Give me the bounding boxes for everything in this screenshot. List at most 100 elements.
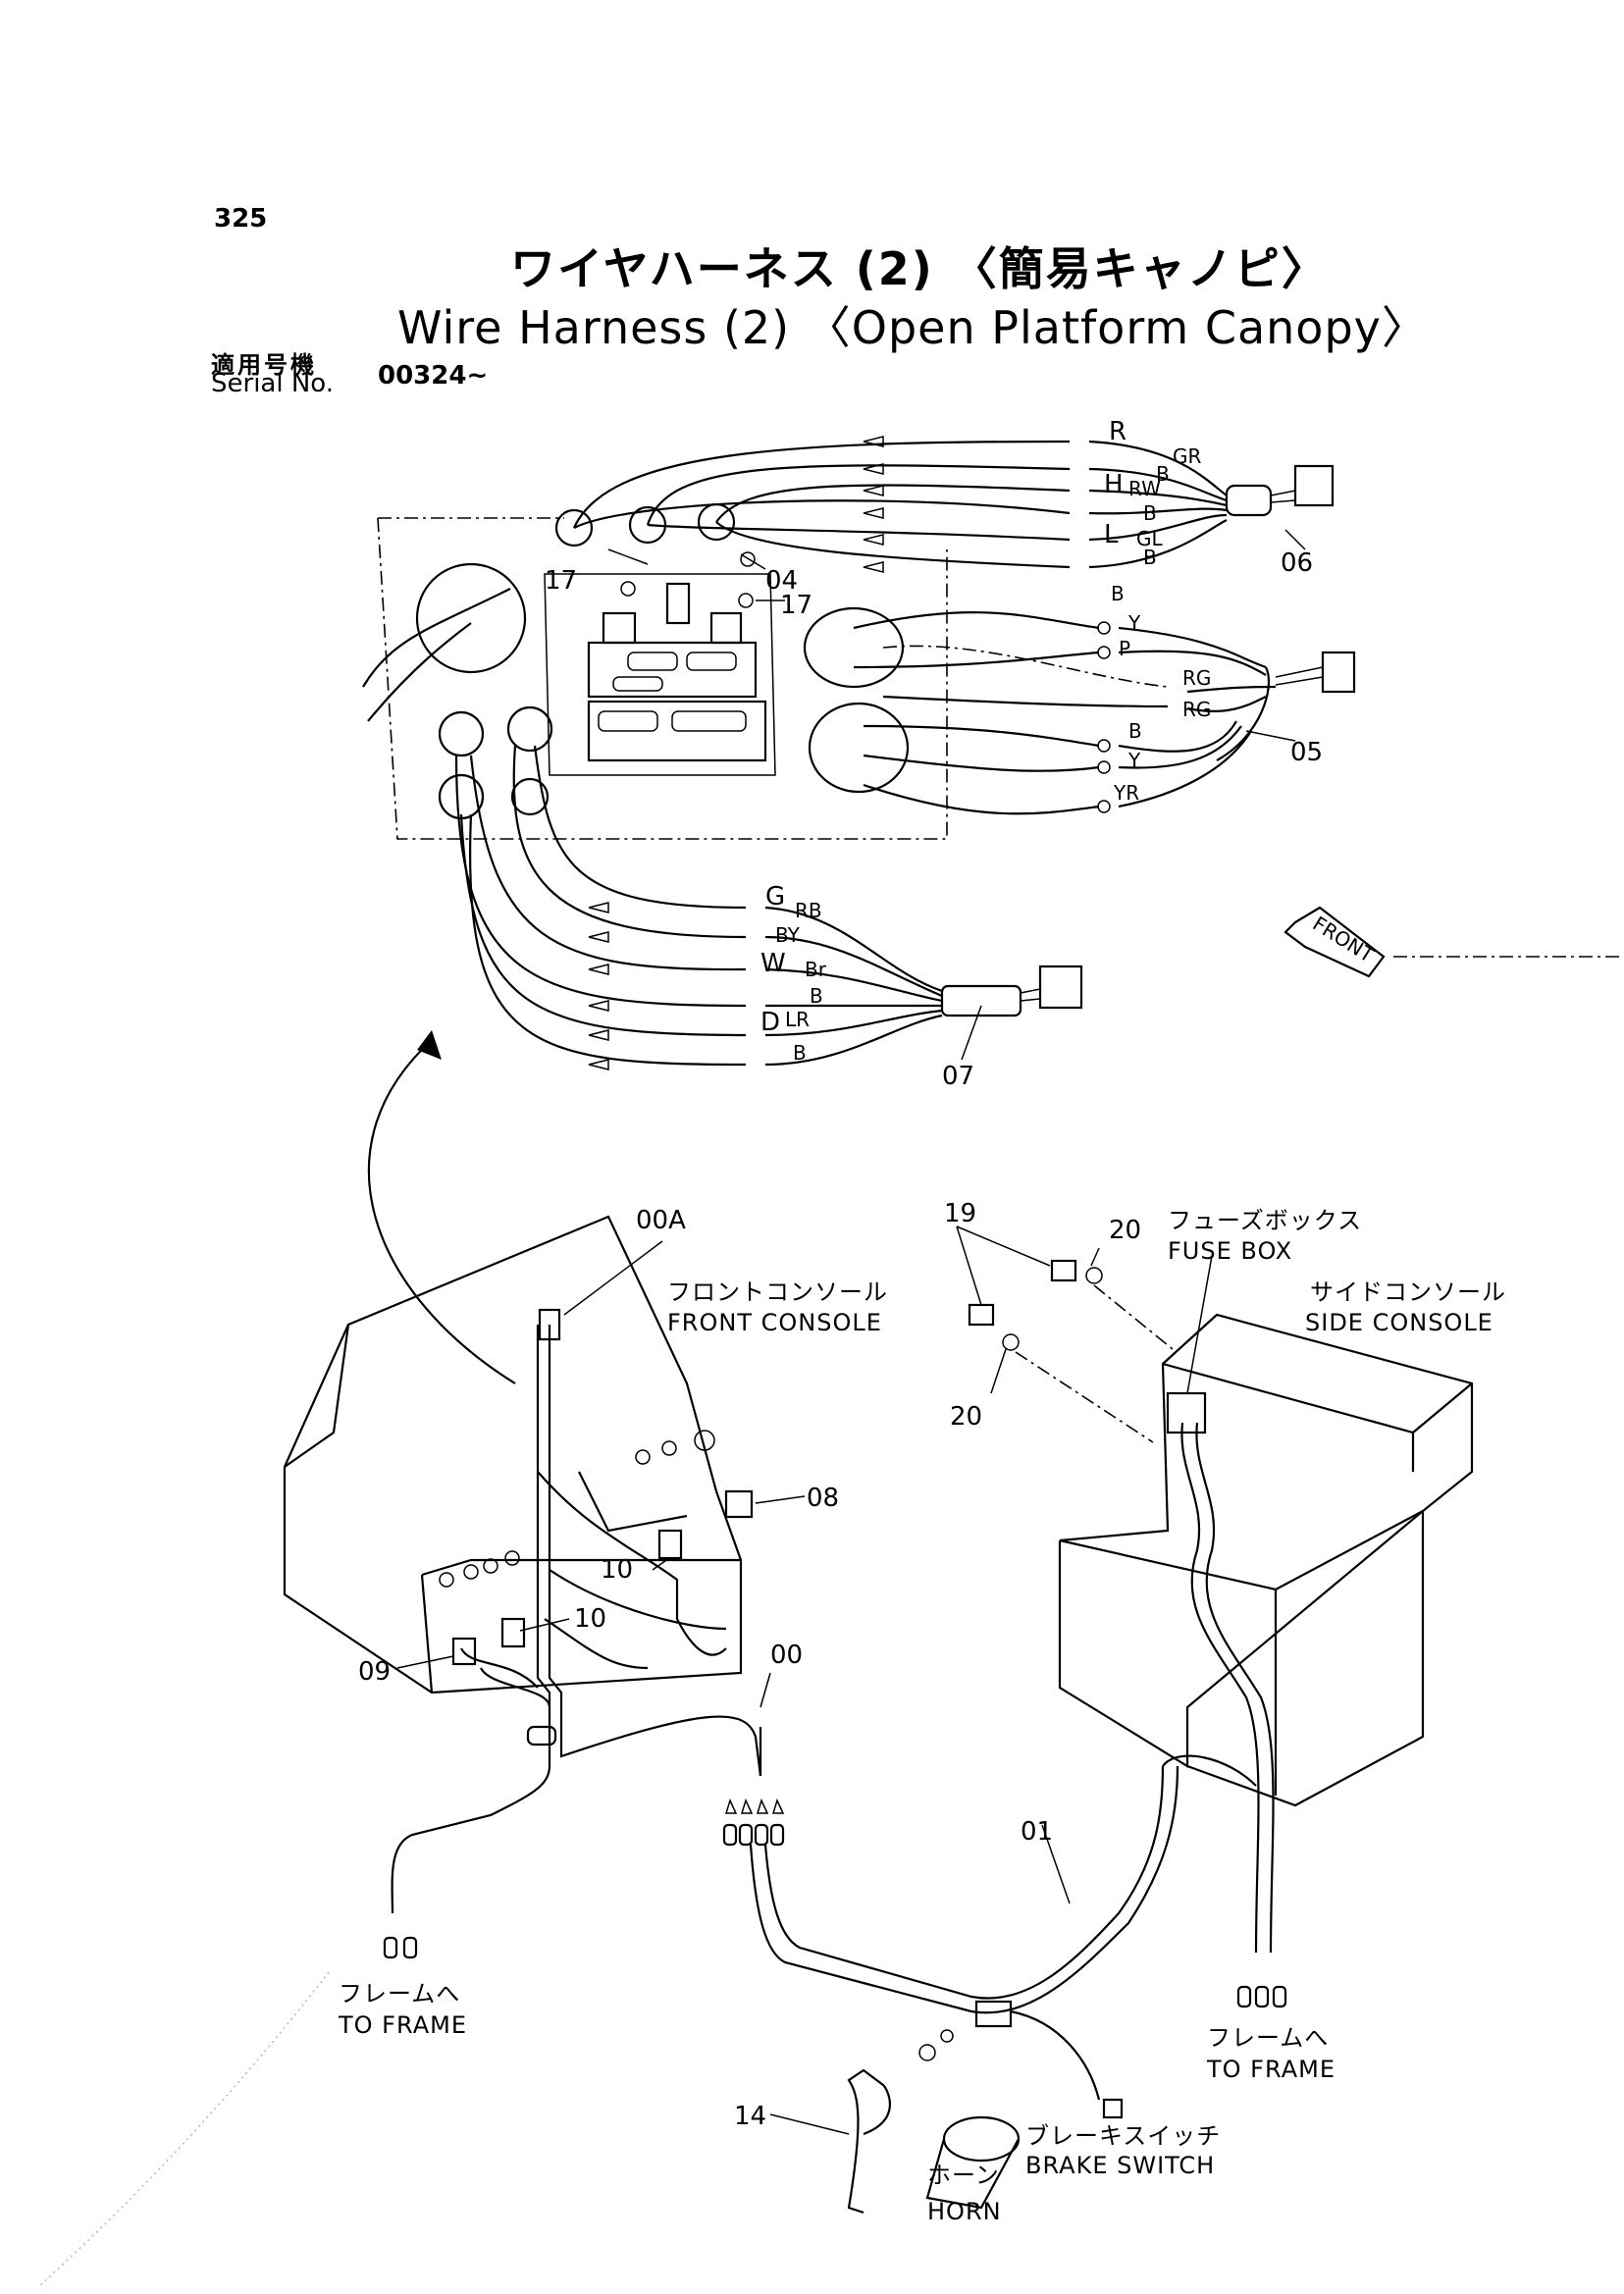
switch-1	[438, 710, 485, 757]
upper-detail-view	[362, 436, 1356, 1070]
wire-code: G	[765, 882, 785, 912]
to-frame-right-label-jp: フレームへ	[1207, 2024, 1329, 2052]
detail-arrow	[368, 1039, 516, 1384]
part-number-20-lower: 20	[950, 1402, 982, 1432]
frame-connectors-left	[383, 1936, 418, 1959]
wire-code: Y	[1127, 611, 1141, 635]
wire-code: RW	[1128, 477, 1161, 500]
fuse-board	[544, 573, 776, 776]
wire-code: B	[1128, 719, 1142, 743]
brake-switch-connector	[974, 2000, 1013, 2028]
switch-2	[506, 705, 553, 753]
wire-codes-top: R GR B H RW B L GL B	[1104, 417, 1201, 569]
wire-code: W	[760, 949, 786, 978]
wire-code: B	[793, 1041, 807, 1065]
fuse-box	[1166, 1391, 1207, 1434]
part-number-09: 09	[358, 1657, 391, 1687]
lamp-housing-lower	[808, 702, 910, 794]
to-frame-left-label-en: TO FRAME	[338, 2011, 467, 2039]
serial-label-jp: 適用号機	[211, 351, 317, 379]
wire-code: L	[1104, 520, 1119, 549]
wire-codes-mid: B Y P RG RG B Y YR	[1111, 582, 1211, 805]
wire-code: LR	[785, 1008, 810, 1031]
part-number-04: 04	[765, 566, 798, 596]
wire-codes-bottom: G RB BY W Br B D LR B	[760, 882, 827, 1065]
harness-05-connector	[1321, 651, 1356, 694]
to-frame-right-label-en: TO FRAME	[1206, 2056, 1336, 2083]
switch-4	[510, 777, 550, 816]
wire-code: B	[1111, 582, 1125, 605]
horn	[918, 2029, 1021, 2210]
front-console	[283, 1215, 743, 1694]
wire-code: RB	[795, 899, 822, 922]
brake-switch-label-en: BRAKE SWITCH	[1025, 2152, 1215, 2179]
connector-09	[451, 1637, 477, 1666]
harness-07-sleeve	[940, 984, 1022, 1017]
side-console	[1058, 1313, 1474, 1807]
part-number-05: 05	[1290, 738, 1323, 767]
side-console-label-en: SIDE CONSOLE	[1305, 1309, 1493, 1336]
horn-label-en: HORN	[927, 2198, 1002, 2225]
frame-connectors-right	[1236, 1985, 1287, 2008]
part-number-17-right: 17	[780, 591, 812, 620]
harness-07-connector	[1038, 965, 1083, 1010]
horn-label-jp: ホーン	[927, 2162, 1000, 2189]
part-number-20-upper: 20	[1109, 1216, 1141, 1245]
wire-code: BY	[775, 923, 801, 947]
connector-00A	[538, 1308, 561, 1341]
wire-code: D	[760, 1008, 780, 1037]
part-number-01: 01	[1021, 1817, 1053, 1847]
to-frame-left-label-jp: フレームへ	[339, 1980, 460, 2007]
page-title-jp: ワイヤハーネス (2) 〈簡易キャノピ〉	[510, 242, 1329, 295]
wire-code: B	[810, 984, 823, 1008]
harness-06-sleeve	[1225, 484, 1273, 517]
fuse-block-top	[587, 641, 758, 699]
part-number-07: 07	[942, 1062, 974, 1091]
fuse-box-label-en: FUSE BOX	[1168, 1237, 1292, 1265]
ground-strap	[847, 2068, 891, 2215]
wire-code: B	[1143, 501, 1157, 525]
detail-arrow-head	[417, 1030, 442, 1060]
front-console-label-en: FRONT CONSOLE	[667, 1309, 882, 1336]
part-number-10-lower: 10	[574, 1604, 606, 1634]
wire-code: B	[1143, 546, 1157, 569]
part-number-00A: 00A	[636, 1206, 686, 1235]
wire-code: R	[1109, 417, 1126, 446]
lamp-housing-upper	[803, 606, 905, 689]
harness-06-connector	[1293, 464, 1335, 507]
brake-switch-label-jp: ブレーキスイッチ	[1025, 2122, 1221, 2150]
main-harness	[391, 1325, 1275, 2014]
page-title-en: Wire Harness (2) 〈Open Platform Canopy〉	[397, 301, 1428, 354]
wire-code: P	[1119, 637, 1130, 660]
lamp-2	[628, 505, 667, 545]
side-console-label-jp: サイドコンソール	[1310, 1278, 1506, 1306]
relay	[665, 582, 691, 625]
margin-trace	[38, 1971, 330, 2287]
wire-code: Y	[1127, 749, 1141, 772]
relay-socket-right	[709, 611, 743, 645]
serial-value: 00324~	[378, 361, 489, 391]
connector-10-lower	[500, 1617, 526, 1648]
relay-socket-left	[602, 611, 637, 645]
wire-code: RG	[1182, 666, 1211, 690]
wire-code: RG	[1182, 698, 1211, 721]
bolts-washers	[968, 1259, 1103, 1351]
front-console-label-jp: フロントコンソール	[667, 1278, 888, 1306]
front-direction-tag: FRONT	[1283, 906, 1619, 978]
wire-code: H	[1104, 470, 1124, 499]
lamp-1	[554, 508, 594, 547]
fuse-box-label-jp: フューズボックス	[1168, 1207, 1362, 1234]
fuse-block-bottom	[587, 700, 767, 762]
harness-clamp	[526, 1725, 557, 1747]
part-number-08: 08	[807, 1484, 839, 1513]
part-number-19: 19	[944, 1199, 976, 1228]
serial-label-en: Serial No.	[211, 369, 334, 398]
connector-08	[724, 1489, 754, 1519]
part-number-00: 00	[770, 1641, 803, 1670]
brake-switch	[1102, 2098, 1124, 2119]
part-number-06: 06	[1281, 548, 1313, 578]
wire-code: Br	[805, 958, 827, 981]
wire-code: GL	[1136, 527, 1163, 550]
panel-outline	[377, 517, 948, 840]
